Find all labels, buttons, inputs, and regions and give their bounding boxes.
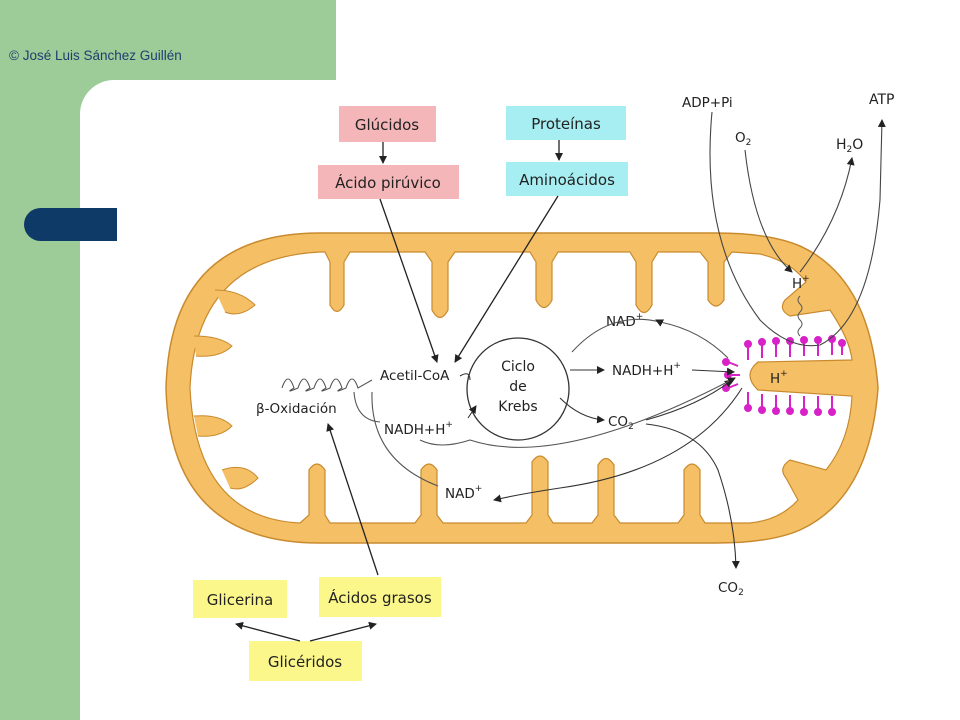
krebs-line3: Krebs — [498, 399, 537, 415]
co2-inner-label: CO2 — [608, 414, 634, 432]
krebs-line2: de — [509, 379, 527, 395]
beta-oxidation-spiral — [281, 378, 373, 392]
aminoacidos-label: Aminoácidos — [519, 171, 615, 189]
glucidos-box — [339, 106, 436, 142]
beta-oxidacion-label: β-Oxidación — [256, 401, 337, 417]
copyright-text: © José Luis Sánchez Guillén — [9, 48, 182, 63]
acido-piruvico-label: Ácido pirúvico — [335, 173, 441, 192]
h-plus-lower-label: H+ — [770, 369, 788, 387]
proteinas-label: Proteínas — [531, 115, 601, 133]
adp-pi-label: ADP+Pi — [682, 95, 733, 111]
left-green-band — [0, 0, 80, 720]
krebs-line1: Ciclo — [501, 359, 535, 375]
atp-synthase-upper — [744, 335, 846, 360]
content-corner — [80, 80, 160, 160]
proton-wiggle — [797, 295, 803, 337]
aminoacidos-box — [506, 162, 628, 196]
top-green-band — [0, 0, 336, 80]
gliceridos-label: Glicéridos — [268, 653, 342, 671]
glucidos-label: Glúcidos — [355, 116, 419, 134]
h2o-label: H2O — [836, 137, 863, 155]
nad-top-label: NAD+ — [606, 312, 643, 330]
acetil-coa-label: Acetil-CoA — [380, 368, 450, 384]
o2-label: O2 — [735, 130, 751, 148]
atp-label: ATP — [869, 92, 894, 108]
h-plus-upper-label: H+ — [792, 274, 810, 292]
nadh-left-label: NADH+H+ — [384, 420, 453, 438]
krebs-circle — [466, 337, 570, 441]
gliceridos-box — [249, 641, 362, 681]
glicerina-box — [193, 580, 287, 618]
nadh-right-label: NADH+H+ — [612, 361, 681, 379]
acidos-grasos-label: Ácidos grasos — [328, 588, 432, 607]
acido-piruvico-box — [318, 165, 459, 199]
acidos-grasos-box — [319, 577, 441, 617]
nad-bottom-label: NAD+ — [445, 484, 482, 502]
navy-tab-shape — [24, 208, 117, 241]
co2-outer-label: CO2 — [718, 580, 744, 598]
proteinas-box — [506, 106, 626, 140]
glicerina-label: Glicerina — [207, 591, 273, 609]
